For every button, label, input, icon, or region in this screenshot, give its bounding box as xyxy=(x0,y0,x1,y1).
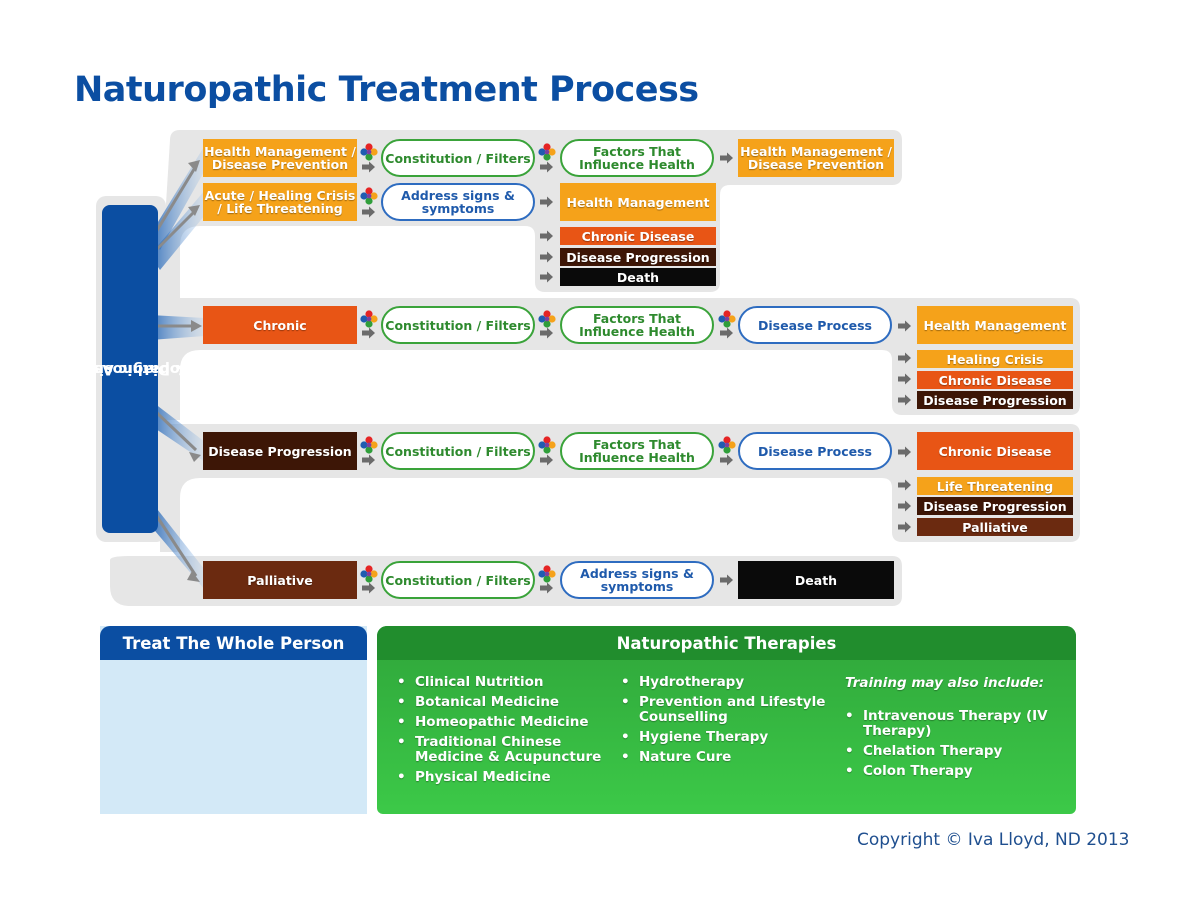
therapies-list-col1: Clinical Nutrition Botanical Medicine Ho… xyxy=(395,675,610,790)
step-factors-influence-health: Factors That Influence Health xyxy=(560,306,714,344)
start-health-management: Health Management / Disease Prevention xyxy=(203,139,357,177)
list-item: Hygiene Therapy xyxy=(619,730,829,746)
step-disease-process: Disease Process xyxy=(738,306,892,344)
start-chronic: Chronic xyxy=(203,306,357,344)
assessment-label: Naturopathic Assessment& Diagnosis xyxy=(16,205,226,533)
step-constitution-filters: Constitution / Filters xyxy=(381,432,535,470)
list-item: Botanical Medicine xyxy=(395,695,610,711)
list-item: Physical Medicine xyxy=(395,770,610,786)
outcome-palliative: Palliative xyxy=(917,518,1073,536)
step-address-signs-symptoms: Address signs & symptoms xyxy=(381,183,535,221)
list-item: Intravenous Therapy (IV Therapy) xyxy=(843,709,1058,739)
start-acute-healing-crisis: Acute / Healing Crisis / Life Threatenin… xyxy=(203,183,357,221)
training-label: Training may also include: xyxy=(845,675,1045,691)
list-item: Nature Cure xyxy=(619,750,829,766)
step-constitution-filters: Constitution / Filters xyxy=(381,306,535,344)
list-item: Traditional Chinese Medicine & Acupunctu… xyxy=(395,735,610,765)
copyright: Copyright © Iva Lloyd, ND 2013 xyxy=(857,830,1130,850)
outcome-death: Death xyxy=(560,268,716,286)
whole-person-title: Treat The Whole Person xyxy=(100,626,367,660)
beam-group xyxy=(150,145,205,590)
therapies-title: Naturopathic Therapies xyxy=(377,626,1076,660)
outcome-chronic-disease: Chronic Disease xyxy=(917,432,1073,470)
list-item: Prevention and Lifestyle Counselling xyxy=(619,695,829,725)
result-health-management: Health Management / Disease Prevention xyxy=(738,139,894,177)
list-item: Homeopathic Medicine xyxy=(395,715,610,731)
outcome-health-management: Health Management xyxy=(560,183,716,221)
outcome-chronic-disease: Chronic Disease xyxy=(560,227,716,245)
outcome-health-management: Health Management xyxy=(917,306,1073,344)
outcome-disease-progression: Disease Progression xyxy=(917,497,1073,515)
step-factors-influence-health: Factors That Influence Health xyxy=(560,139,714,177)
outcome-healing-crisis: Healing Crisis xyxy=(917,350,1073,368)
therapies-list-col2: Hydrotherapy Prevention and Lifestyle Co… xyxy=(619,675,829,770)
assessment-label-line2: & Diagnosis xyxy=(90,361,188,377)
outcome-disease-progression: Disease Progression xyxy=(917,391,1073,409)
outcome-life-threatening: Life Threatening xyxy=(917,477,1073,495)
step-address-signs-symptoms: Address signs & symptoms xyxy=(560,561,714,599)
step-constitution-filters: Constitution / Filters xyxy=(381,139,535,177)
list-item: Clinical Nutrition xyxy=(395,675,610,691)
start-palliative: Palliative xyxy=(203,561,357,599)
page-title: Naturopathic Treatment Process xyxy=(74,70,699,110)
step-disease-process: Disease Process xyxy=(738,432,892,470)
step-factors-influence-health: Factors That Influence Health xyxy=(560,432,714,470)
result-death: Death xyxy=(738,561,894,599)
list-item: Chelation Therapy xyxy=(843,744,1058,760)
outcome-disease-progression: Disease Progression xyxy=(560,248,716,266)
list-item: Colon Therapy xyxy=(843,764,1058,780)
list-item: Hydrotherapy xyxy=(619,675,829,691)
outcome-chronic-disease: Chronic Disease xyxy=(917,371,1073,389)
step-constitution-filters: Constitution / Filters xyxy=(381,561,535,599)
start-disease-progression: Disease Progression xyxy=(203,432,357,470)
therapies-list-col3: Intravenous Therapy (IV Therapy) Chelati… xyxy=(843,709,1058,784)
assessment-bar xyxy=(102,205,158,533)
